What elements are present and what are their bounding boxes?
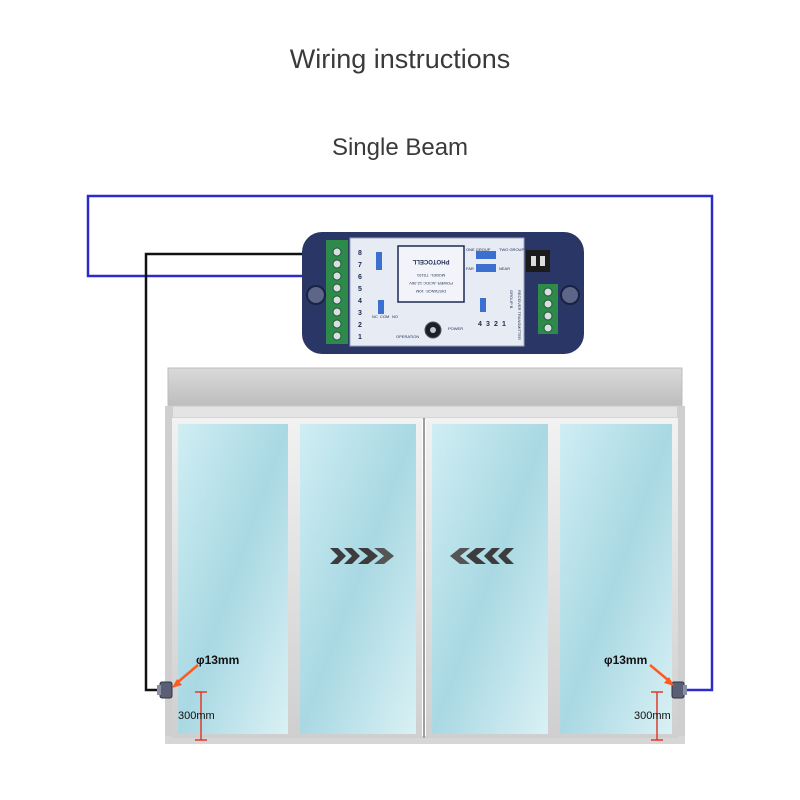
relay-no-label: NO — [392, 314, 398, 319]
relay-com-label: COM — [380, 314, 389, 319]
photocell-controller: PHOTOCELL MODEL: TS101 POWER: AC/DC 12-3… — [302, 232, 584, 354]
chevrons-right-icon — [330, 548, 394, 564]
operation-label: OPERATION — [396, 334, 419, 339]
terminal-number: 8 — [358, 250, 362, 257]
terminal-number: 2 — [494, 321, 498, 328]
range-jumper — [476, 264, 496, 272]
terminal-number: 7 — [358, 262, 362, 269]
terminal-number: 6 — [358, 274, 362, 281]
power-line: POWER: AC/DC 12-36V — [409, 281, 453, 286]
terminal-block-right — [538, 284, 558, 334]
chevrons-left-icon — [450, 548, 514, 564]
glass-panel-4 — [554, 418, 678, 738]
range-left-label: FAR — [466, 266, 474, 271]
right-height-label: 300mm — [634, 710, 671, 722]
relay-nc-label: NC — [372, 314, 378, 319]
group-b-label: GROUP B — [509, 290, 514, 309]
mount-screw-right-icon — [560, 285, 580, 305]
left-height-label: 300mm — [178, 710, 215, 722]
glass-panel-2 — [294, 418, 422, 738]
page-title: Wiring instructions — [289, 44, 511, 74]
right-sensor — [671, 681, 687, 699]
blue-wire — [86, 194, 714, 692]
mount-screw-left-icon — [306, 285, 326, 305]
left-diameter-label: φ13mm — [196, 653, 239, 667]
terminal-number: 3 — [358, 310, 362, 317]
right-diameter-arrow — [649, 664, 674, 686]
dip-switch — [526, 250, 550, 272]
right-diameter-label: φ13mm — [604, 653, 647, 667]
distance-line: DISTANCE: 10M — [416, 289, 446, 294]
group-jumper — [476, 251, 496, 259]
terminal-number: 3 — [486, 321, 490, 328]
receiver-transmitter-label: RECEIVER TRANSMITTER — [517, 290, 522, 340]
terminal-number: 1 — [358, 334, 362, 341]
terminal-number: 4 — [358, 298, 362, 305]
left-diameter-arrow — [172, 664, 199, 688]
model-label-box — [397, 245, 465, 303]
glass-panel-3 — [426, 418, 554, 738]
photocell-label: PHOTOCELL — [412, 258, 449, 264]
mode-right-label: TWO GROUPS — [499, 247, 527, 252]
door-frame — [165, 367, 685, 744]
diagram-subtitle: Single Beam — [331, 134, 469, 161]
power-led-label: POWER — [448, 326, 463, 331]
terminal-number: 5 — [358, 286, 362, 293]
glass-panel-1 — [172, 418, 294, 738]
left-height-dimension — [195, 691, 207, 741]
black-wire — [144, 252, 320, 692]
mode-left-label: ONE GROUP — [466, 247, 491, 252]
left-sensor — [157, 681, 173, 699]
terminal-number: 4 — [478, 321, 482, 328]
range-right-label: NEAR — [499, 266, 510, 271]
model-line: MODEL: TS101 — [416, 273, 445, 278]
right-height-dimension — [651, 691, 663, 741]
terminal-number: 1 — [502, 321, 506, 328]
terminal-number: 2 — [358, 322, 362, 329]
